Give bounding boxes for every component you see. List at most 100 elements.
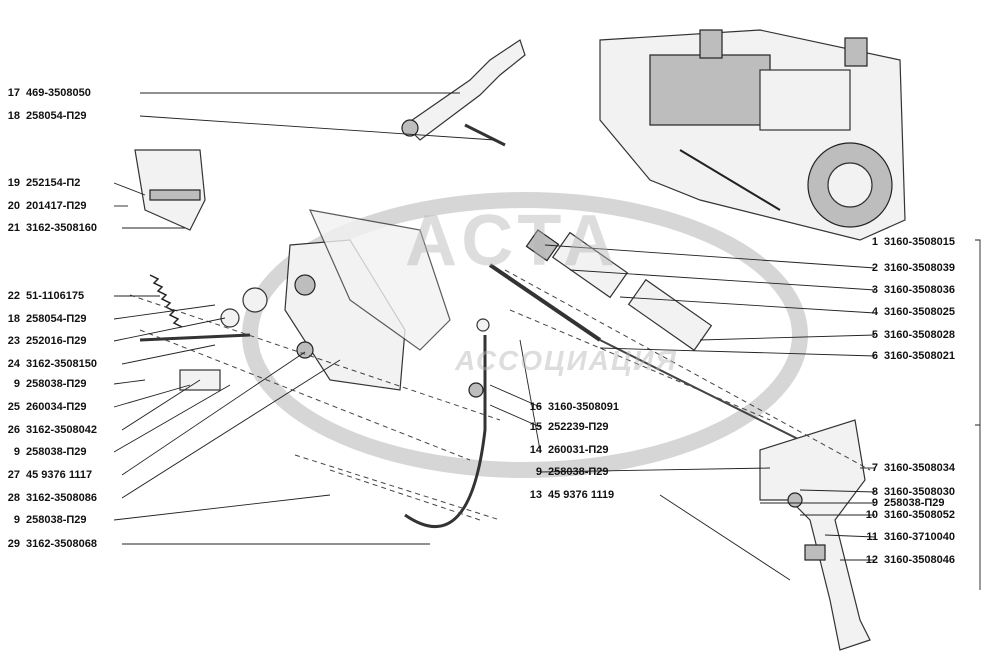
callout-number: 22 — [7, 290, 20, 302]
callout-part-code: 3160-3508021 — [884, 350, 955, 362]
callout-number: 1 — [871, 236, 878, 248]
leader-lines-center — [489, 339, 791, 581]
callout-right-10: 11 3160-3710040 — [862, 531, 955, 544]
callout-number: 14 — [529, 444, 542, 456]
callout-part-code: 252239-П29 — [548, 421, 609, 433]
callout-part-code: 260034-П29 — [26, 401, 87, 413]
callout-center-3: 9 258038-П29 — [520, 466, 609, 479]
callout-part-code: 3160-3508039 — [884, 262, 955, 274]
callout-number: 9 — [13, 446, 20, 458]
callout-right-2: 3 3160-3508036 — [862, 284, 955, 297]
callout-part-code: 258054-П29 — [26, 110, 87, 122]
callout-part-code: 45 9376 1119 — [548, 489, 615, 501]
callout-number: 3 — [871, 284, 878, 296]
callout-left-7: 23 252016-П29 — [0, 335, 87, 348]
callout-right-1: 2 3160-3508039 — [862, 262, 955, 275]
callout-number: 28 — [7, 492, 20, 504]
callout-part-code: 3160-3508034 — [884, 462, 955, 474]
callout-number: 26 — [7, 424, 20, 436]
callout-part-code: 3162-3508086 — [26, 492, 97, 504]
pedal-part-12 — [759, 419, 871, 651]
callout-number: 11 — [866, 531, 878, 543]
callout-left-1: 18 258054-П29 — [0, 110, 87, 123]
callout-number: 9 — [535, 466, 542, 478]
callout-left-3: 20 201417-П29 — [0, 200, 87, 213]
callout-number: 21 — [7, 222, 20, 234]
callout-part-code: 260031-П29 — [548, 444, 609, 456]
bracket-assembly-left — [134, 149, 206, 231]
callout-number: 18 — [7, 313, 20, 325]
callout-center-2: 14 260031-П29 — [520, 444, 609, 457]
rod-assembly — [488, 229, 861, 471]
callout-number: 18 — [7, 110, 20, 122]
callout-number: 15 — [529, 421, 542, 433]
callout-part-code: 258038-П29 — [26, 446, 87, 458]
callout-center-1: 15 252239-П29 — [520, 421, 609, 434]
callout-number: 4 — [871, 306, 878, 318]
callout-part-code: 469-3508050 — [26, 87, 91, 99]
callout-number: 7 — [871, 462, 878, 474]
callout-right-7: 8 3160-3508030 — [862, 486, 955, 499]
callout-part-code: 3162-3508160 — [26, 222, 97, 234]
callout-part-code: 3160-3508025 — [884, 306, 955, 318]
callout-left-10: 25 260034-П29 — [0, 401, 87, 414]
callout-number: 16 — [529, 401, 542, 413]
callout-part-code: 258038-П29 — [26, 514, 87, 526]
cable-part-29 — [404, 318, 490, 528]
callout-left-6: 18 258054-П29 — [0, 313, 87, 326]
callout-part-code: 51-1106175 — [26, 290, 85, 302]
callout-number: 23 — [7, 335, 20, 347]
callout-part-code: 3160-3508030 — [884, 486, 955, 498]
callout-right-6: 7 3160-3508034 — [862, 462, 955, 475]
callout-part-code: 3160-3508052 — [884, 509, 955, 521]
shaft-assembly — [139, 287, 268, 391]
callout-part-code: 252154-П2 — [26, 177, 81, 189]
callout-part-code: 258038-П29 — [884, 497, 945, 509]
callout-number: 5 — [871, 329, 878, 341]
callout-part-code: 252016-П29 — [26, 335, 87, 347]
callout-left-4: 21 3162-3508160 — [0, 222, 97, 235]
callout-part-code: 3160-3710040 — [884, 531, 955, 543]
callout-number: 6 — [871, 350, 878, 362]
callout-left-5: 22 51-1106175 — [0, 290, 84, 303]
callout-number: 13 — [529, 489, 542, 501]
callout-part-code: 3162-3508150 — [26, 358, 97, 370]
leader-lines-right — [544, 239, 981, 590]
callout-left-14: 28 3162-3508086 — [0, 492, 97, 505]
callout-center-4: 13 45 9376 1119 — [520, 489, 614, 502]
callout-number: 8 — [871, 486, 878, 498]
callout-part-code: 3160-3508036 — [884, 284, 955, 296]
callout-part-code: 45 9376 1117 — [26, 469, 93, 481]
callout-part-code: 201417-П29 — [26, 200, 87, 212]
callout-number: 25 — [7, 401, 20, 413]
spring-part-22 — [149, 274, 183, 328]
callout-part-code: 258038-П29 — [548, 466, 609, 478]
callout-left-11: 26 3162-3508042 — [0, 424, 97, 437]
callout-part-code: 3162-3508068 — [26, 538, 97, 550]
callout-number: 12 — [865, 554, 878, 566]
callout-number: 9 — [13, 378, 20, 390]
callout-number: 9 — [13, 514, 20, 526]
callout-number: 20 — [7, 200, 20, 212]
pedal-bracket — [284, 209, 451, 391]
watermark-title: АСТА — [405, 201, 621, 281]
callout-number: 10 — [865, 509, 878, 521]
callout-right-5: 6 3160-3508021 — [862, 350, 955, 363]
callout-part-code: 258054-П29 — [26, 313, 87, 325]
callout-number: 29 — [7, 538, 20, 550]
callout-number: 24 — [7, 358, 20, 370]
callout-left-16: 29 3162-3508068 — [0, 538, 97, 551]
callout-left-8: 24 3162-3508150 — [0, 358, 97, 371]
callout-number: 2 — [871, 262, 878, 274]
callout-left-15: 9 258038-П29 — [0, 514, 87, 527]
callout-part-code: 3162-3508042 — [26, 424, 97, 436]
callout-left-12: 9 258038-П29 — [0, 446, 87, 459]
